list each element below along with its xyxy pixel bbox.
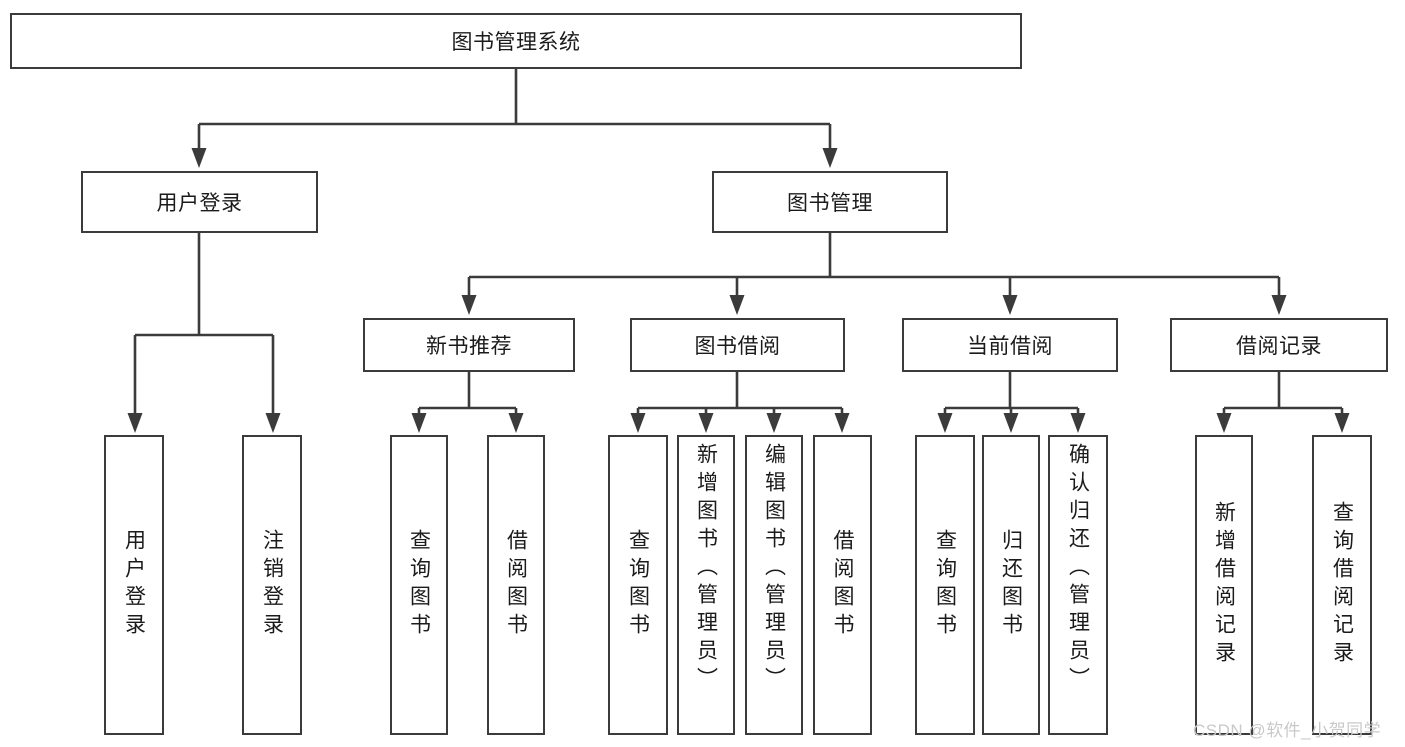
node-label: 新增借阅记录 <box>1212 501 1236 669</box>
node-label-wrap: 注销登录 <box>244 437 300 733</box>
arrowhead-11 <box>698 413 714 433</box>
node-label: 编辑图书（管理员） <box>762 443 786 695</box>
arrowhead-15 <box>1003 413 1019 433</box>
node-label: 当前借阅 <box>967 335 1053 358</box>
arrowhead-7 <box>1271 295 1287 315</box>
arrowhead-4 <box>461 295 477 315</box>
connector-path-2 <box>467 233 1281 305</box>
node-leaf-query-borrow-record[interactable]: 查询借阅记录 <box>1312 435 1372 735</box>
watermark-label: CSDN @软件_小贺同学 <box>1193 721 1382 740</box>
node-leaf-add-borrow-record[interactable]: 新增借阅记录 <box>1195 435 1253 735</box>
node-label: 查询借阅记录 <box>1330 501 1354 669</box>
node-label-wrap: 归还图书 <box>984 437 1038 733</box>
arrowhead-3 <box>265 413 281 433</box>
node-label: 用户登录 <box>122 529 146 641</box>
node-label: 图书管理 <box>787 192 873 215</box>
node-leaf-edit-book-admin[interactable]: 编辑图书（管理员） <box>745 435 803 735</box>
node-book-management[interactable]: 图书管理 <box>712 171 948 233</box>
node-label-wrap: 借阅图书 <box>815 437 870 733</box>
node-label: 归还图书 <box>999 529 1023 641</box>
arrowhead-2 <box>127 413 143 433</box>
arrowhead-0 <box>191 148 207 168</box>
node-label-wrap: 查询图书 <box>610 437 666 733</box>
arrowhead-10 <box>630 413 646 433</box>
node-book-borrow[interactable]: 图书借阅 <box>630 318 845 372</box>
node-leaf-confirm-return-admin[interactable]: 确认归还（管理员） <box>1048 435 1108 735</box>
node-label: 借阅图书 <box>831 529 854 641</box>
node-current-borrow[interactable]: 当前借阅 <box>902 318 1118 372</box>
node-label-wrap: 新增借阅记录 <box>1197 437 1251 733</box>
node-leaf-logout[interactable]: 注销登录 <box>242 435 302 735</box>
node-leaf-query-book-current[interactable]: 查询图书 <box>915 435 975 735</box>
node-leaf-borrow-book[interactable]: 借阅图书 <box>813 435 872 735</box>
node-label-wrap: 查询图书 <box>917 437 973 733</box>
connector-path-5 <box>943 372 1080 422</box>
node-leaf-query-book[interactable]: 查询图书 <box>608 435 668 735</box>
node-label: 查询图书 <box>626 529 650 641</box>
connector-path-6 <box>1222 372 1344 422</box>
node-leaf-user-login[interactable]: 用户登录 <box>104 435 164 735</box>
node-leaf-add-book-admin[interactable]: 新增图书（管理员） <box>677 435 735 735</box>
node-root[interactable]: 图书管理系统 <box>10 13 1022 69</box>
node-label: 注销登录 <box>260 529 284 641</box>
arrowhead-18 <box>1334 413 1350 433</box>
node-label-wrap: 确认归还（管理员） <box>1050 437 1106 733</box>
arrowhead-13 <box>834 413 850 433</box>
node-label: 图书管理系统 <box>451 31 581 54</box>
node-label-wrap: 编辑图书（管理员） <box>747 437 801 733</box>
node-label-wrap: 新增图书（管理员） <box>679 437 733 733</box>
node-label: 新书推荐 <box>426 335 512 358</box>
arrowhead-14 <box>937 413 953 433</box>
node-label: 查询图书 <box>933 529 957 641</box>
node-label: 查询图书 <box>407 529 431 641</box>
node-label-wrap: 查询图书 <box>392 437 446 733</box>
node-borrow-record[interactable]: 借阅记录 <box>1170 318 1388 372</box>
arrowhead-12 <box>766 413 782 433</box>
node-label: 借阅记录 <box>1236 335 1322 358</box>
node-new-book-recommend[interactable]: 新书推荐 <box>363 318 575 372</box>
arrowhead-16 <box>1070 413 1086 433</box>
connector-path-0 <box>197 69 832 158</box>
arrowhead-6 <box>1002 295 1018 315</box>
node-label: 确认归还（管理员） <box>1066 443 1090 695</box>
arrowhead-5 <box>729 295 745 315</box>
node-label: 新增图书（管理员） <box>694 443 718 695</box>
connector-path-4 <box>636 372 844 422</box>
node-label: 用户登录 <box>156 192 243 215</box>
node-label-wrap: 用户登录 <box>106 437 162 733</box>
arrowhead-9 <box>508 413 524 433</box>
node-label-wrap: 查询借阅记录 <box>1314 437 1370 733</box>
node-leaf-borrow-book-recommend[interactable]: 借阅图书 <box>487 435 545 735</box>
node-label: 借阅图书 <box>504 529 528 641</box>
arrowhead-8 <box>411 413 427 433</box>
node-label: 图书借阅 <box>694 335 781 358</box>
connector-path-3 <box>417 372 518 422</box>
node-leaf-query-book-recommend[interactable]: 查询图书 <box>390 435 448 735</box>
node-leaf-return-book[interactable]: 归还图书 <box>982 435 1040 735</box>
connector-path-1 <box>133 233 275 422</box>
node-user-login[interactable]: 用户登录 <box>81 171 318 233</box>
node-label-wrap: 借阅图书 <box>489 437 543 733</box>
arrowhead-17 <box>1216 413 1232 433</box>
arrowhead-1 <box>822 148 838 168</box>
